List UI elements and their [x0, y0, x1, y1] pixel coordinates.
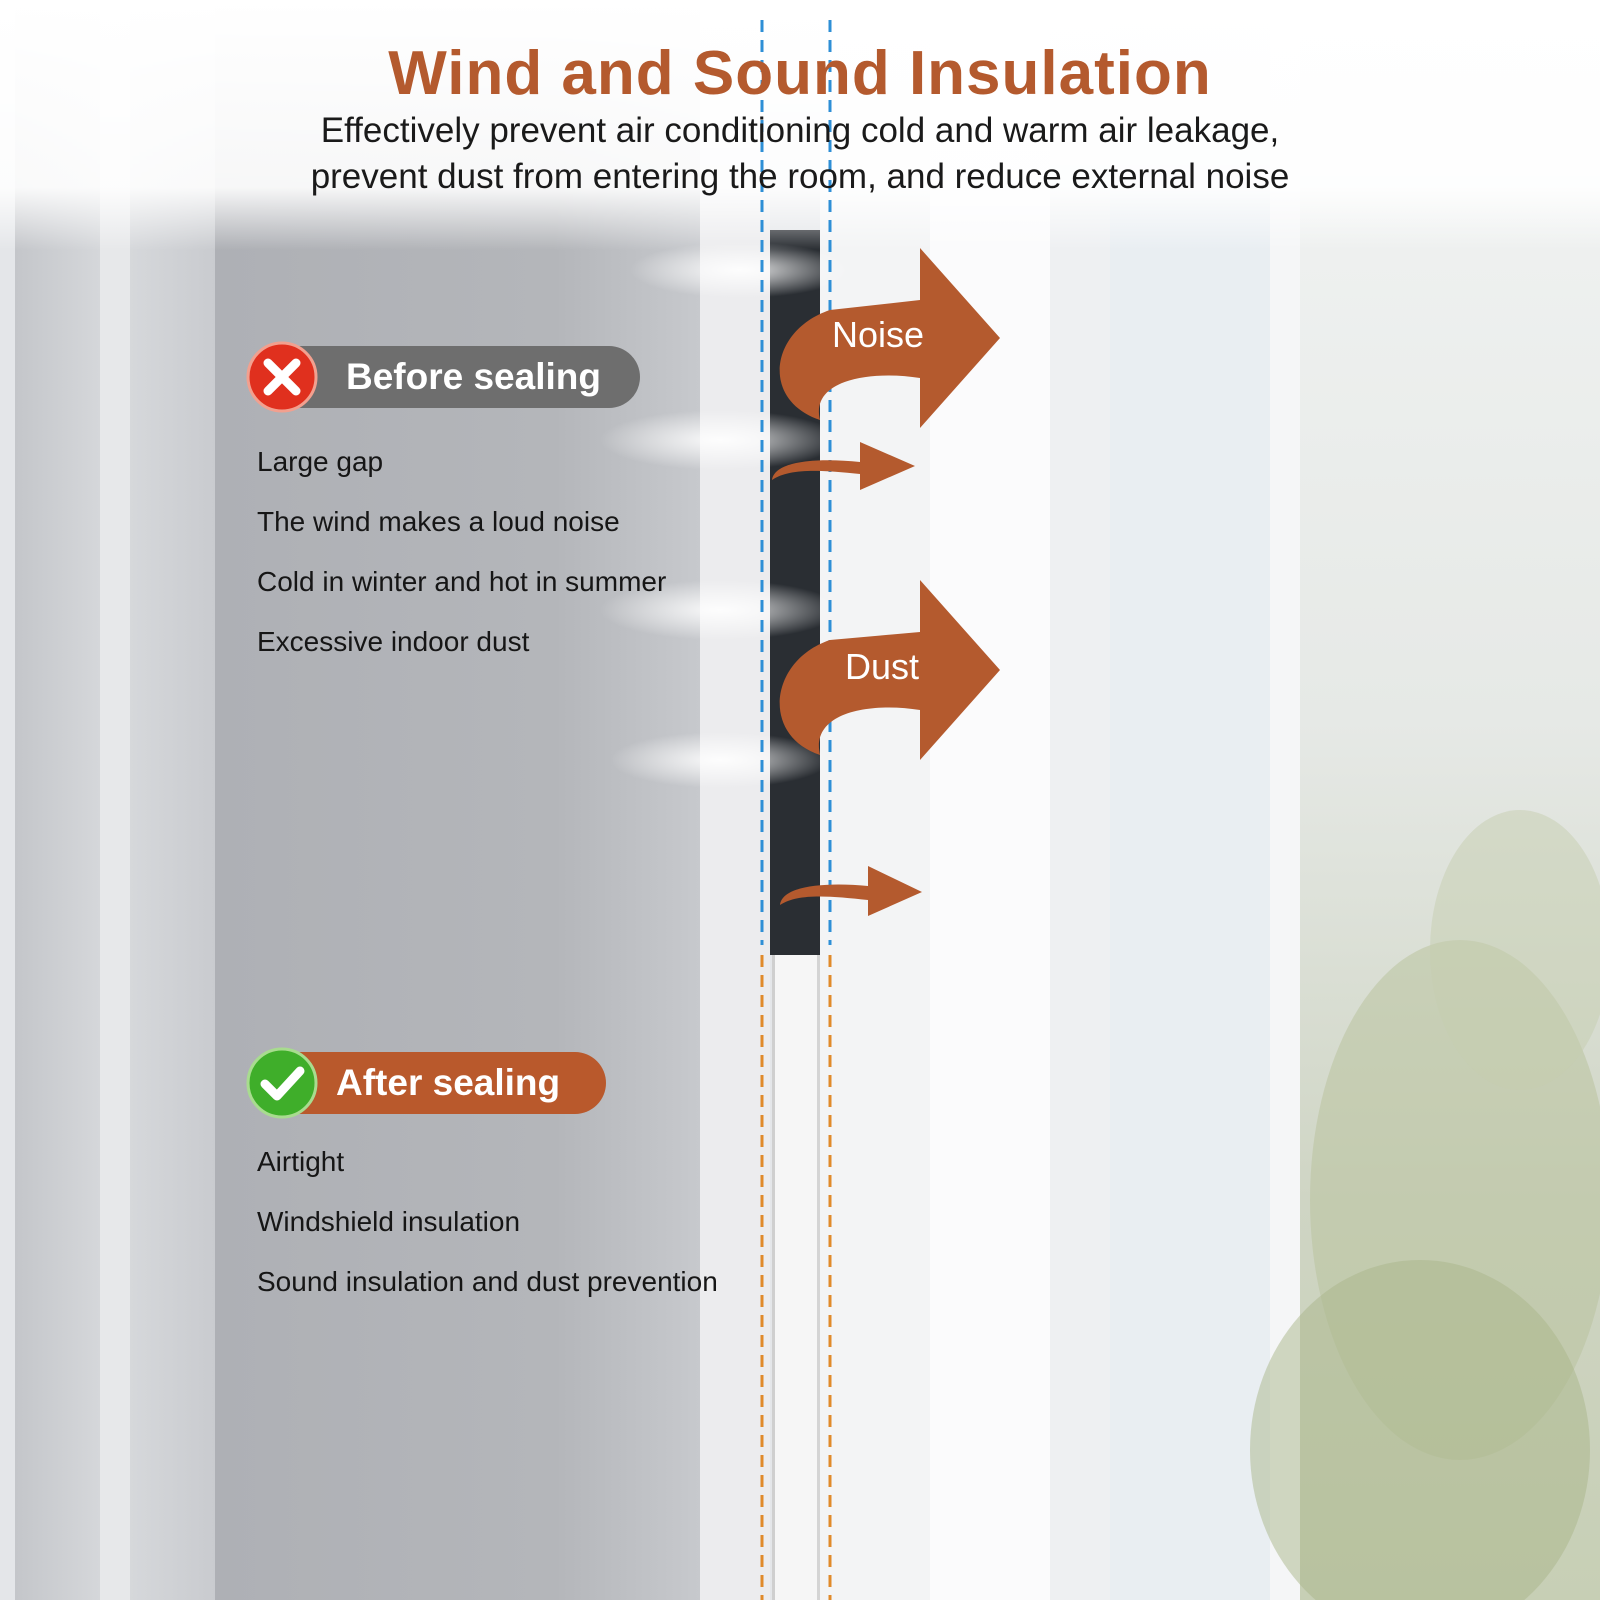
page-title: Wind and Sound Insulation: [388, 39, 1212, 108]
list-item: The wind makes a loud noise: [257, 506, 620, 537]
subtitle-line-1: Effectively prevent air conditioning col…: [320, 111, 1280, 150]
list-item: Excessive indoor dust: [257, 626, 530, 657]
after-sealing-badge: After sealing: [246, 1047, 606, 1119]
list-item: Windshield insulation: [257, 1206, 521, 1237]
noise-label: Noise: [832, 314, 925, 355]
red-x-icon: [246, 341, 318, 413]
subtitle: Effectively prevent air conditioning col…: [200, 108, 1400, 200]
small-arrow-icon-upper: [772, 442, 915, 490]
before-sealing-list: Large gap The wind makes a loud noise Co…: [257, 432, 666, 672]
small-arrow-icon-lower: [780, 866, 922, 916]
green-check-icon: [246, 1047, 318, 1119]
after-sealing-list: Airtight Windshield insulation Sound ins…: [257, 1132, 718, 1312]
before-sealing-badge: Before sealing: [246, 341, 640, 413]
list-item: Sound insulation and dust prevention: [257, 1266, 718, 1297]
dust-label: Dust: [845, 646, 920, 687]
before-sealing-label: Before sealing: [346, 356, 601, 397]
list-item: Large gap: [257, 446, 384, 477]
list-item: Airtight: [257, 1146, 345, 1177]
dust-arrow-icon: [779, 580, 1000, 760]
noise-arrow-icon: [779, 248, 1000, 428]
subtitle-line-2: prevent dust from entering the room, and…: [310, 157, 1290, 196]
after-sealing-label: After sealing: [336, 1062, 561, 1103]
list-item: Cold in winter and hot in summer: [257, 566, 667, 597]
